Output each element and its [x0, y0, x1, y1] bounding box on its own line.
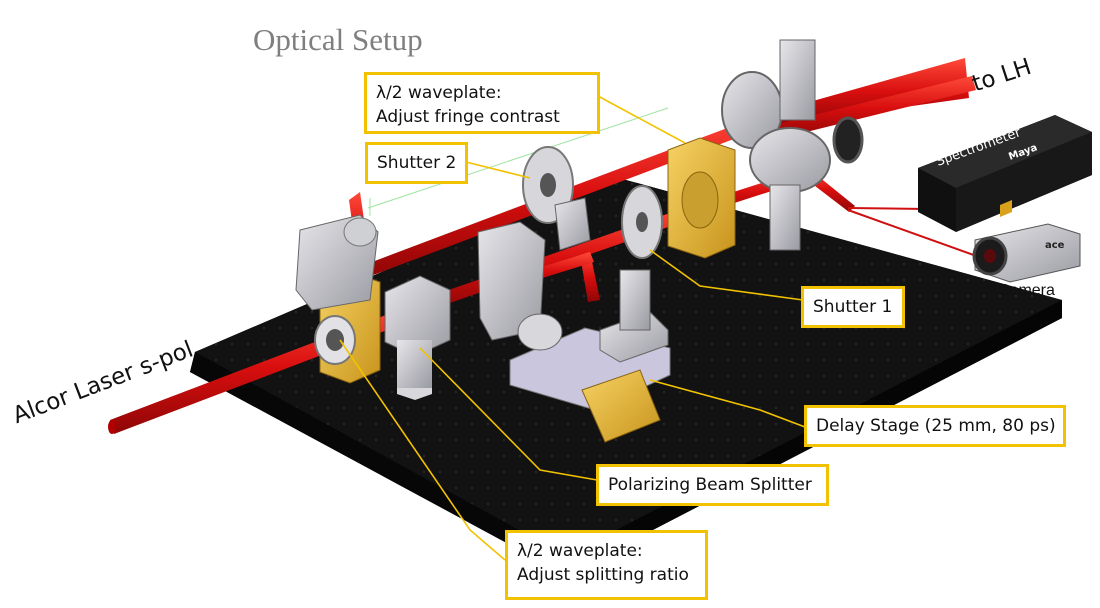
- callout-shutter2-label: Shutter 2: [377, 153, 457, 173]
- callout-shutter1-label: Shutter 1: [813, 297, 893, 317]
- pbs-cube: [384, 275, 451, 400]
- leader-pbs: [419, 347, 598, 481]
- waveplate-top-mount: [667, 137, 736, 259]
- camera-brand: ace: [1045, 240, 1065, 251]
- callout-delay-stage: Delay Stage (25 mm, 80 ps): [804, 405, 1066, 447]
- callout-waveplate-splitting: λ/2 waveplate: Adjust splitting ratio: [505, 530, 708, 600]
- callout-waveplate-splitting-line1: λ/2 waveplate:: [517, 541, 643, 561]
- camera-label: Camera: [998, 282, 1055, 299]
- leader-delay-stage: [649, 379, 806, 428]
- callout-pbs: Polarizing Beam Splitter: [596, 464, 829, 506]
- leader-waveplate-bottom: [339, 339, 506, 561]
- breadboard-table: [190, 175, 1062, 575]
- spectrometer-device: Spectrometer Maya: [918, 115, 1092, 232]
- center-mirror-mounts: [477, 197, 591, 341]
- callout-shutter2: Shutter 2: [365, 142, 468, 184]
- callout-delay-stage-label: Delay Stage (25 mm, 80 ps): [816, 416, 1056, 436]
- fiber-to-camera: [847, 209, 983, 259]
- shutter1-disc: [621, 185, 663, 259]
- right-mirror-tower: [721, 39, 864, 251]
- leader-shutter1: [649, 249, 804, 301]
- dimension-line: [367, 107, 669, 209]
- output-beam-main: [770, 76, 976, 140]
- waveplate-bottom-mount: [314, 271, 381, 384]
- callout-leaders: [339, 95, 806, 561]
- callout-waveplate-fringe: λ/2 waveplate: Adjust fringe contrast: [364, 72, 600, 134]
- delay-stage: [509, 269, 671, 443]
- callout-shutter1: Shutter 1: [801, 286, 905, 328]
- camera-device: ace: [972, 223, 1081, 283]
- callout-pbs-label: Polarizing Beam Splitter: [608, 475, 812, 495]
- leader-shutter2: [465, 161, 531, 179]
- left-mirror-mount: [295, 214, 379, 311]
- leader-waveplate-top: [597, 95, 686, 144]
- callout-waveplate-splitting-line2: Adjust splitting ratio: [517, 565, 689, 585]
- callout-waveplate-fringe-line2: Adjust fringe contrast: [376, 107, 560, 127]
- diagram-title: Optical Setup: [253, 22, 423, 57]
- input-beam-end: [108, 420, 116, 434]
- callout-waveplate-fringe-line1: λ/2 waveplate:: [376, 83, 502, 103]
